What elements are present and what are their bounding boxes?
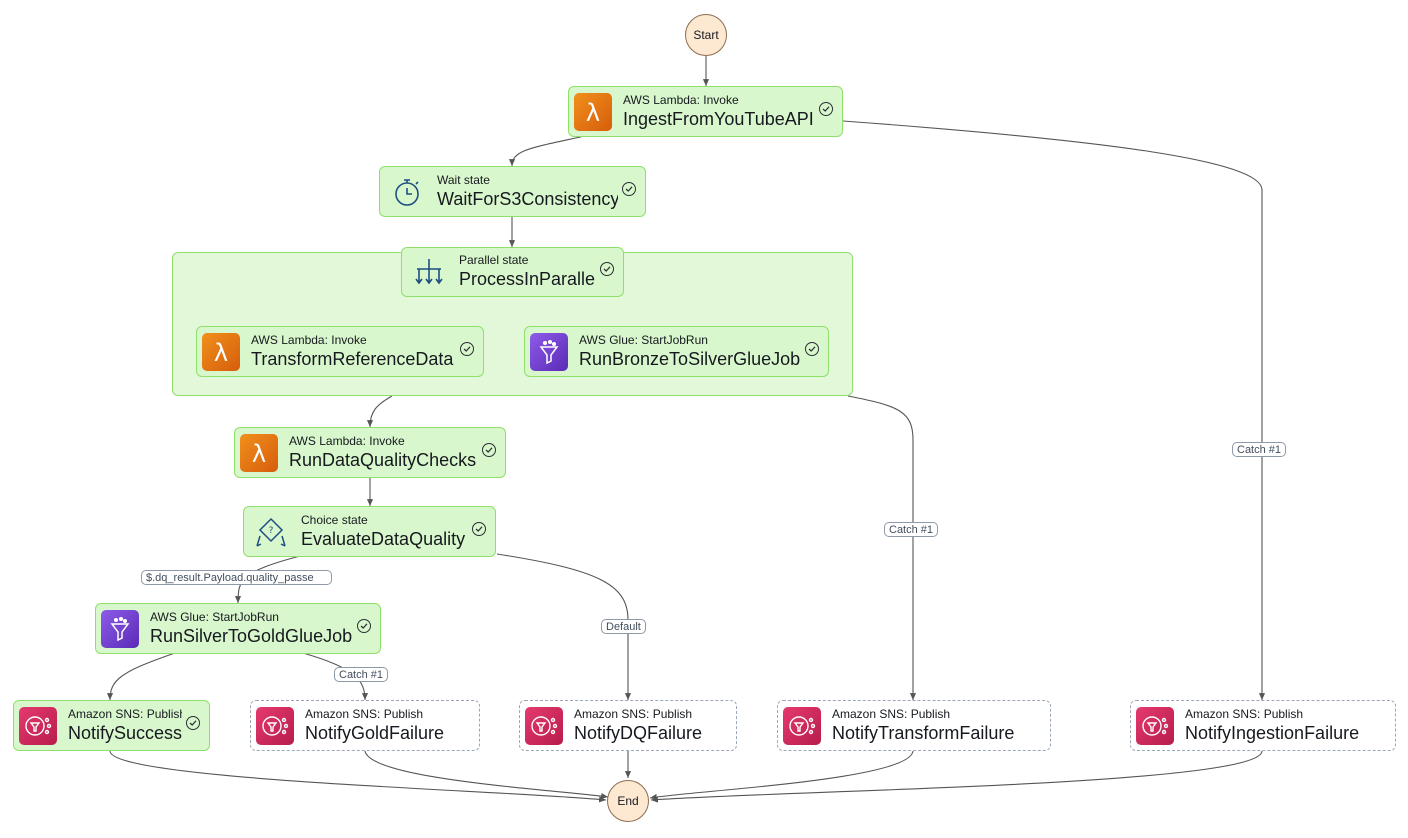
- sns-icon: [256, 706, 294, 745]
- sns-icon: [525, 706, 563, 745]
- choice-icon: ?: [252, 513, 290, 551]
- svg-text:λ: λ: [586, 99, 600, 126]
- start-node[interactable]: Start: [685, 14, 727, 56]
- state-type-label: AWS Glue: StartJobRun: [150, 609, 279, 624]
- state-name-label: TransformReferenceData: [251, 348, 454, 369]
- state-type-label: Wait state: [437, 172, 490, 187]
- edge-success-end: [109, 750, 607, 803]
- state-run-data-quality-checks[interactable]: λ AWS Lambda: Invoke RunDataQualityCheck…: [234, 427, 506, 478]
- lambda-icon: λ: [202, 332, 240, 371]
- glue-icon: [101, 609, 139, 648]
- state-type-label: Amazon SNS: Publish: [832, 706, 951, 721]
- stopwatch-icon: [388, 173, 426, 211]
- success-check-icon: [600, 262, 614, 276]
- state-name-label: IngestFromYouTubeAPI: [623, 108, 814, 129]
- success-check-icon: [472, 521, 486, 536]
- glue-icon: [530, 332, 568, 371]
- state-type-label: AWS Lambda: Invoke: [251, 332, 367, 347]
- svg-text:λ: λ: [252, 440, 266, 467]
- state-name-label: WaitForS3Consistency: [437, 188, 618, 209]
- edge-label-catch-transform[interactable]: Catch #1: [884, 522, 939, 537]
- state-notify-gold-failure[interactable]: Amazon SNS: Publish NotifyGoldFailure: [250, 700, 480, 751]
- state-type-label: Amazon SNS: Publish: [68, 706, 182, 721]
- state-notify-dq-failure[interactable]: Amazon SNS: Publish NotifyDQFailure: [519, 700, 737, 751]
- edge-ingest-catch: [842, 120, 1266, 700]
- edge-group-catch: [847, 395, 917, 700]
- lambda-icon: λ: [574, 92, 612, 131]
- edge-label-choice-condition[interactable]: $.dq_result.Payload.quality_passe: [141, 570, 332, 585]
- edge-group-dq: [366, 395, 393, 428]
- state-run-bronze-to-silver-glue-job[interactable]: AWS Glue: StartJobRun RunBronzeToSilverG…: [524, 326, 829, 377]
- state-name-label: RunBronzeToSilverGlueJob: [579, 348, 801, 369]
- state-type-label: Amazon SNS: Publish: [1185, 706, 1304, 721]
- success-check-icon: [805, 341, 819, 356]
- state-name-label: NotifySuccess: [68, 722, 182, 743]
- lambda-icon: λ: [240, 433, 278, 472]
- edge-goldfail-end: [364, 750, 609, 800]
- state-name-label: NotifyGoldFailure: [305, 722, 445, 743]
- success-check-icon: [622, 181, 636, 196]
- svg-text:?: ?: [269, 526, 274, 536]
- sns-icon: [783, 706, 821, 745]
- edge-label-catch-gold[interactable]: Catch #1: [334, 667, 389, 682]
- parallel-icon: [410, 253, 448, 291]
- state-process-in-parallel[interactable]: Parallel state ProcessInParallel: [401, 247, 624, 297]
- success-check-icon: [186, 715, 200, 730]
- state-name-label: NotifyTransformFailure: [832, 722, 1015, 743]
- state-type-label: Choice state: [301, 512, 368, 527]
- state-ingest-from-youtube-api[interactable]: λ AWS Lambda: Invoke IngestFromYouTubeAP…: [568, 86, 843, 137]
- state-name-label: RunSilverToGoldGlueJob: [150, 625, 353, 646]
- state-name-label: RunDataQualityChecks: [289, 449, 477, 470]
- edge-ingest-wait: [508, 135, 586, 167]
- state-type-label: Amazon SNS: Publish: [305, 706, 424, 721]
- edge-label-catch-ingestion[interactable]: Catch #1: [1232, 442, 1287, 457]
- state-notify-transform-failure[interactable]: Amazon SNS: Publish NotifyTransformFailu…: [777, 700, 1051, 751]
- edge-gold-success: [106, 652, 176, 701]
- state-name-label: NotifyIngestionFailure: [1185, 722, 1360, 743]
- end-node[interactable]: End: [607, 780, 649, 822]
- edge-ingestionfail-end: [650, 750, 1263, 803]
- edge-label-default[interactable]: Default: [601, 619, 646, 634]
- state-type-label: AWS Lambda: Invoke: [623, 92, 739, 107]
- state-type-label: AWS Glue: StartJobRun: [579, 332, 708, 347]
- state-run-silver-to-gold-glue-job[interactable]: AWS Glue: StartJobRun RunSilverToGoldGlu…: [95, 603, 381, 654]
- state-type-label: Amazon SNS: Publish: [574, 706, 693, 721]
- state-evaluate-data-quality[interactable]: ? Choice state EvaluateDataQuality: [243, 506, 496, 557]
- sns-icon: [1136, 706, 1174, 745]
- success-check-icon: [357, 618, 371, 633]
- state-name-label: ProcessInParallel: [459, 269, 596, 289]
- success-check-icon: [482, 442, 496, 457]
- sns-icon: [19, 706, 57, 745]
- state-notify-success[interactable]: Amazon SNS: Publish NotifySuccess: [13, 700, 210, 751]
- success-check-icon: [819, 101, 833, 116]
- state-type-label: AWS Lambda: Invoke: [289, 433, 405, 448]
- state-notify-ingestion-failure[interactable]: Amazon SNS: Publish NotifyIngestionFailu…: [1130, 700, 1396, 751]
- state-name-label: EvaluateDataQuality: [301, 528, 466, 549]
- success-check-icon: [460, 341, 474, 356]
- state-name-label: NotifyDQFailure: [574, 722, 703, 743]
- state-type-label: Parallel state: [459, 253, 529, 267]
- edge-transformfail-end: [649, 750, 914, 800]
- svg-text:λ: λ: [214, 339, 228, 366]
- state-transform-reference-data[interactable]: λ AWS Lambda: Invoke TransformReferenceD…: [196, 326, 484, 377]
- state-wait-for-s3-consistency[interactable]: Wait state WaitForS3Consistency: [379, 166, 646, 217]
